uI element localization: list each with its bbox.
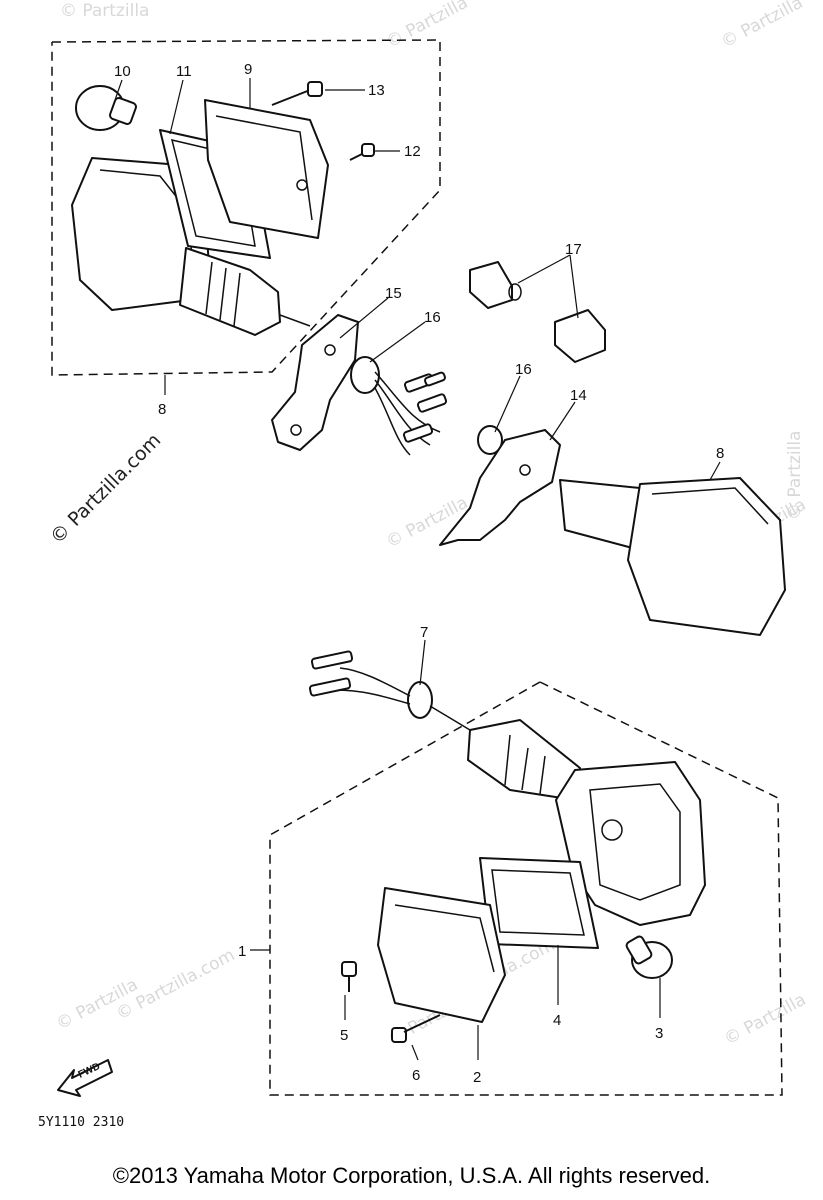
callout-15: 15 (385, 285, 402, 302)
watermark: © Partzilla (60, 1, 149, 21)
screw (341, 961, 357, 992)
bracket-right (439, 429, 561, 546)
callout-16: 16 (515, 361, 532, 378)
flasher-right (559, 477, 786, 636)
watermark: © Partzilla (721, 990, 809, 1050)
callout-12: 12 (404, 143, 421, 160)
callout-11: 11 (176, 63, 192, 80)
grommet (477, 425, 503, 455)
watermark: © Partzilla.com (46, 429, 165, 548)
callout-labels: 1 2 3 4 5 6 7 8 8 9 10 11 12 13 14 15 16… (114, 61, 724, 1086)
callout-17: 17 (565, 241, 582, 258)
callout-8: 8 (158, 401, 166, 418)
fwd-arrow-icon: FWD (57, 1059, 113, 1097)
screw (349, 143, 375, 161)
callout-9: 9 (244, 61, 252, 78)
flasher-assembly-upper-left (51, 39, 441, 376)
watermark: © Partzilla (383, 0, 471, 52)
callout-16: 16 (424, 309, 441, 326)
screw (391, 1014, 441, 1043)
callout-10: 10 (114, 63, 131, 80)
bulb (75, 85, 137, 131)
grommet-and-wires (350, 356, 448, 456)
screw (271, 81, 323, 106)
callout-2: 2 (473, 1069, 481, 1086)
rubber-cap (554, 309, 606, 363)
callout-14: 14 (570, 387, 587, 404)
callout-6: 6 (412, 1067, 420, 1084)
watermark: © Partzilla (718, 0, 806, 52)
rubber-cap (469, 261, 522, 309)
callout-1: 1 (238, 943, 246, 960)
copyright-notice: ©2013 Yamaha Motor Corporation, U.S.A. A… (112, 1163, 711, 1188)
callout-4: 4 (553, 1012, 561, 1029)
watermark: © Partzilla (785, 431, 805, 520)
bracket-left (271, 314, 359, 451)
flasher-assembly-lower (269, 650, 783, 1096)
callout-3: 3 (655, 1025, 663, 1042)
callout-13: 13 (368, 82, 385, 99)
leader-lines (114, 78, 721, 1061)
callout-7: 7 (420, 624, 428, 641)
diagram-code: 5Y1110 2310 (38, 1115, 124, 1130)
callout-8: 8 (716, 445, 724, 462)
callout-5: 5 (340, 1027, 348, 1044)
lens (204, 99, 329, 239)
